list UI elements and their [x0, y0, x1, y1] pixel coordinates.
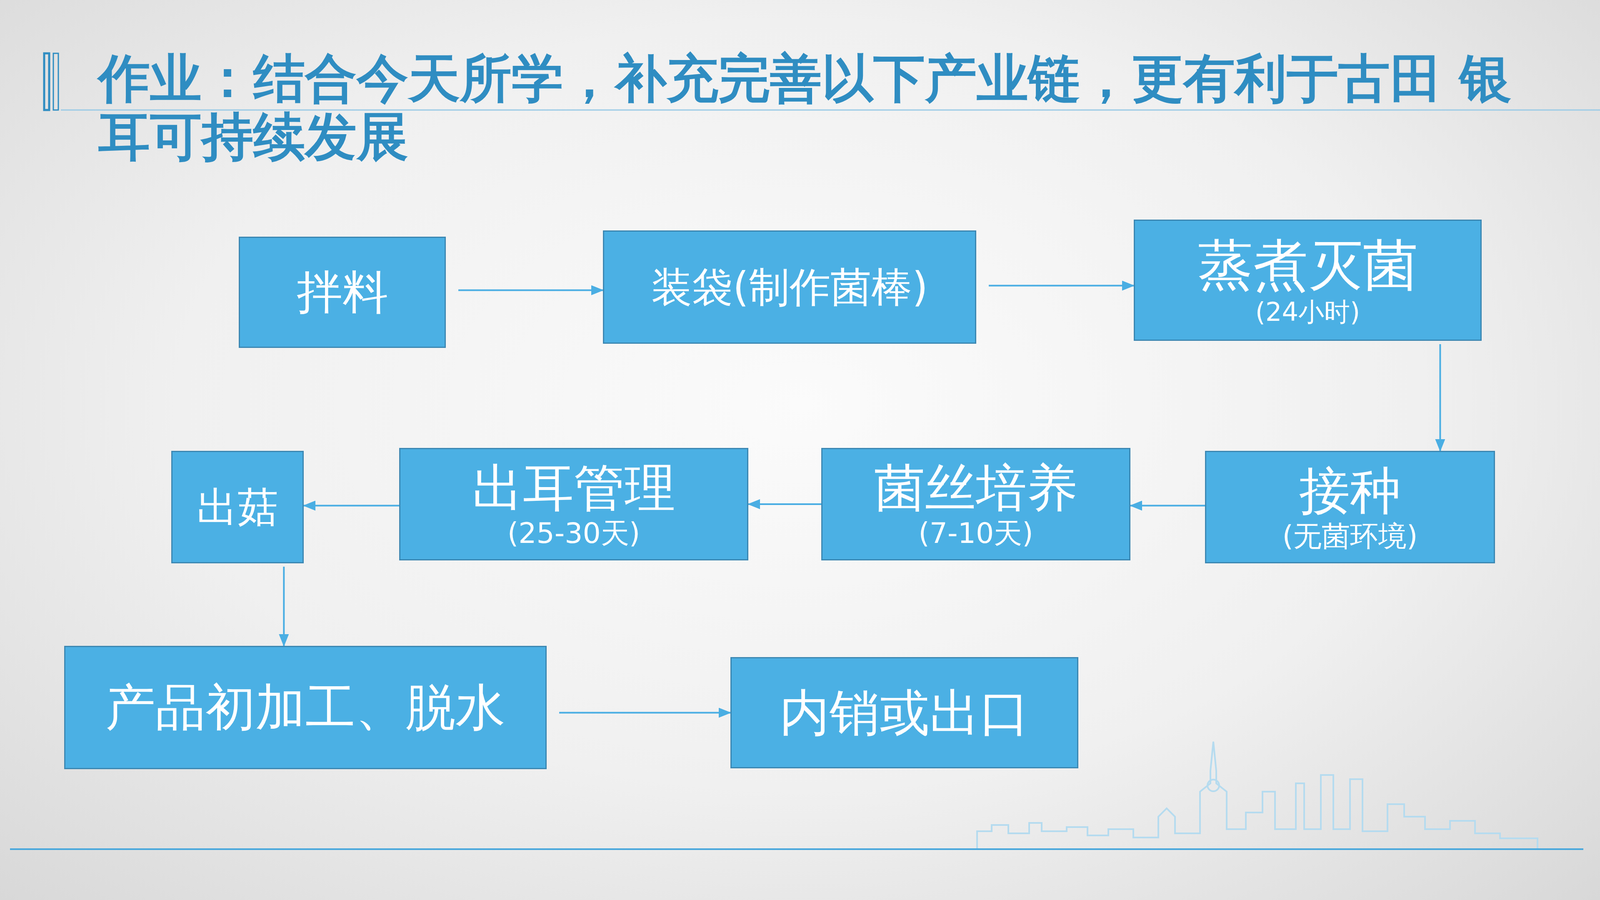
flow-arrow — [282, 566, 285, 646]
slide-title: 作业：结合今天所学，补充完善以下产业链，更有利于古田 银耳可持续发展 — [98, 49, 1515, 166]
process-box: 菌丝培养(7-10天) — [821, 447, 1131, 561]
step-note: (24小时) — [1255, 297, 1360, 327]
process-box: 装袋(制作菌棒) — [602, 230, 977, 344]
step-note: (7-10天) — [918, 517, 1033, 550]
process-box: 产品初加工、脱水 — [64, 645, 547, 770]
process-box: 出耳管理(25-30天) — [399, 447, 749, 561]
flow-arrow — [458, 289, 603, 292]
process-box: 接种(无菌环境) — [1205, 450, 1495, 564]
step-label: 拌料 — [296, 265, 389, 319]
flow-arrow — [988, 285, 1134, 287]
flow-arrow — [303, 505, 400, 507]
process-box: 出菇 — [171, 450, 304, 564]
step-label: 出菇 — [196, 483, 279, 531]
step-note: (25-30天) — [507, 517, 641, 550]
flow-arrow — [1439, 344, 1441, 451]
flow-arrow — [559, 712, 731, 714]
title-bar — [53, 53, 59, 110]
step-note: (无菌环境) — [1282, 520, 1418, 553]
step-label: 装袋(制作菌棒) — [651, 263, 928, 311]
step-label: 菌丝培养 — [874, 458, 1078, 518]
title-bar — [44, 53, 50, 110]
step-label: 蒸煮灭菌 — [1197, 233, 1418, 298]
step-label: 接种 — [1299, 461, 1401, 520]
skyline-tower-ball — [1207, 779, 1220, 792]
step-label: 内销或出口 — [779, 684, 1030, 742]
process-box: 内销或出口 — [730, 657, 1079, 769]
process-box: 蒸煮灭菌(24小时) — [1133, 219, 1482, 341]
step-label: 出耳管理 — [472, 458, 676, 518]
flow-arrow — [748, 503, 822, 505]
process-box: 拌料 — [238, 236, 446, 348]
bottom-rule — [10, 848, 1584, 850]
step-label: 产品初加工、脱水 — [105, 678, 506, 737]
flow-arrow — [1130, 505, 1205, 507]
